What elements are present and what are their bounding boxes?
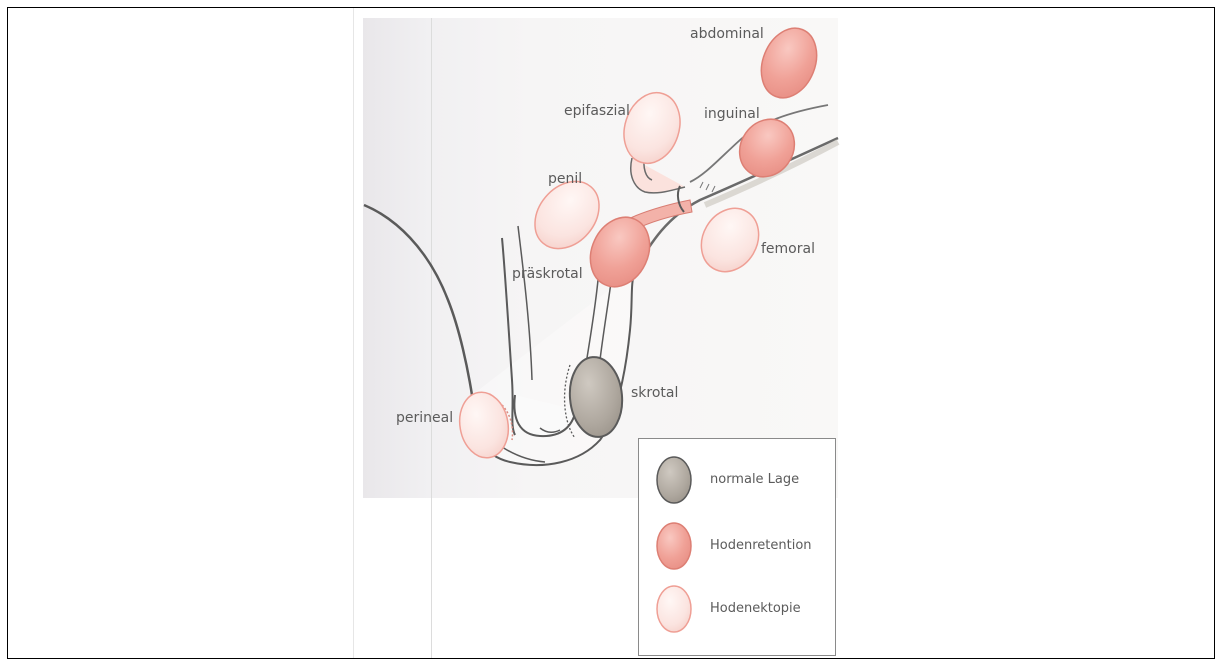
legend-label-retention: Hodenretention [710, 538, 812, 553]
label-skrotal: skrotal [631, 385, 678, 401]
label-praeskrotal: präskrotal [512, 266, 583, 282]
testis-epifaszial [615, 85, 689, 170]
legend-label-normal: normale Lage [710, 472, 799, 487]
label-inguinal: inguinal [704, 106, 760, 122]
legend-label-ektopie: Hodenektopie [710, 601, 801, 616]
legend-item-normal: normale Lage [639, 455, 835, 505]
label-epifaszial: epifaszial [564, 103, 630, 119]
label-penil: penil [548, 171, 582, 187]
label-perineal: perineal [396, 410, 453, 426]
label-abdominal: abdominal [690, 26, 764, 42]
legend-item-ektopie: Hodenektopie [639, 584, 835, 634]
label-femoral: femoral [761, 241, 815, 257]
left-body-contour [364, 205, 472, 395]
legend-swatch-normal [654, 455, 694, 505]
epifaszial-cord [631, 158, 685, 193]
legend: normale Lage Hodenretention Hodenektopie [638, 438, 836, 656]
legend-swatch-ektopie [654, 584, 694, 634]
legend-swatch-retention [654, 521, 694, 571]
legend-item-retention: Hodenretention [639, 521, 835, 571]
testis-femoral [690, 198, 770, 282]
